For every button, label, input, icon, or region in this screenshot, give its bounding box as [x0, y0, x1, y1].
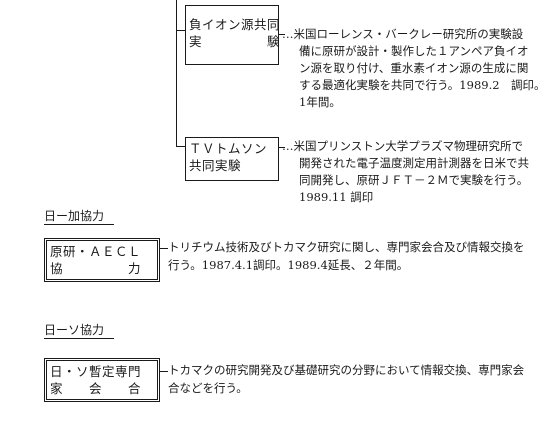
- item-box-label-line2: 実 験: [189, 34, 281, 49]
- description-line: 1年間。: [299, 95, 341, 109]
- section-title-underline: [44, 224, 114, 225]
- section-connector: [160, 248, 168, 249]
- description-line: …米国プリンストン大学プラズマ物理研究所で: [282, 139, 524, 153]
- section-title-japan-canada: 日ー加協力: [44, 209, 105, 223]
- section-title-japan-ussr: 日ーソ協力: [44, 323, 105, 337]
- section-box-japan-ussr-experts: [44, 358, 160, 402]
- description-line: 1989.11 調印: [299, 190, 374, 204]
- section-box-label-line1: 日・ソ暫定専門: [50, 364, 142, 379]
- description-line: トカマクの研究開発及び基礎研究の分野において情報交換、専門家会: [168, 363, 525, 377]
- section-box-label-line1: 原研・ＡＥＣＬ: [50, 244, 142, 259]
- tree-branch-2: [176, 146, 186, 147]
- tree-branch-1: [176, 30, 186, 31]
- item-connector: [279, 34, 285, 35]
- section-box-label-line2: 家 会 合: [50, 381, 142, 396]
- item-box-label-line1: ＴＶトムソン: [189, 141, 268, 156]
- section-box-jaeri-aecl: [44, 238, 160, 282]
- description-line: 開発された電子温度測定用計測器を日米で共: [299, 156, 529, 170]
- section-box-label-line2: 協 力: [50, 261, 142, 276]
- item-connector: [279, 147, 285, 148]
- description-line: 行う。1987.4.1調印。1989.4延長、２年間。: [168, 258, 409, 272]
- description-line: 同開発し、原研ＪＦＴ－２Ｍで実験を行う。: [299, 173, 529, 187]
- item-box-label-line1: 負イオン源共同: [189, 17, 281, 32]
- item-box-label-line2: 共同実験: [189, 158, 242, 173]
- item-box-negative-ion: [185, 5, 279, 65]
- section-connector: [160, 371, 168, 372]
- description-line: 合などを行う。: [168, 381, 248, 395]
- description-line: …米国ローレンス・バークレー研究所の実験設: [282, 27, 524, 41]
- item-box-tv-thomson: [185, 137, 279, 181]
- description-line: する最適化実験を共同で行う。1989.2 調印。: [299, 78, 543, 92]
- description-line: ン源を取り付け、重水素イオン源の生成に関: [299, 61, 529, 75]
- section-title-underline: [44, 338, 114, 339]
- tree-vertical-line: [176, 0, 177, 147]
- description-line: トリチウム技術及びトカマク研究に関し、専門家会合及び情報交換を: [168, 240, 525, 254]
- description-line: 備に原研が設計・製作した１アンペア負イオ: [299, 44, 529, 58]
